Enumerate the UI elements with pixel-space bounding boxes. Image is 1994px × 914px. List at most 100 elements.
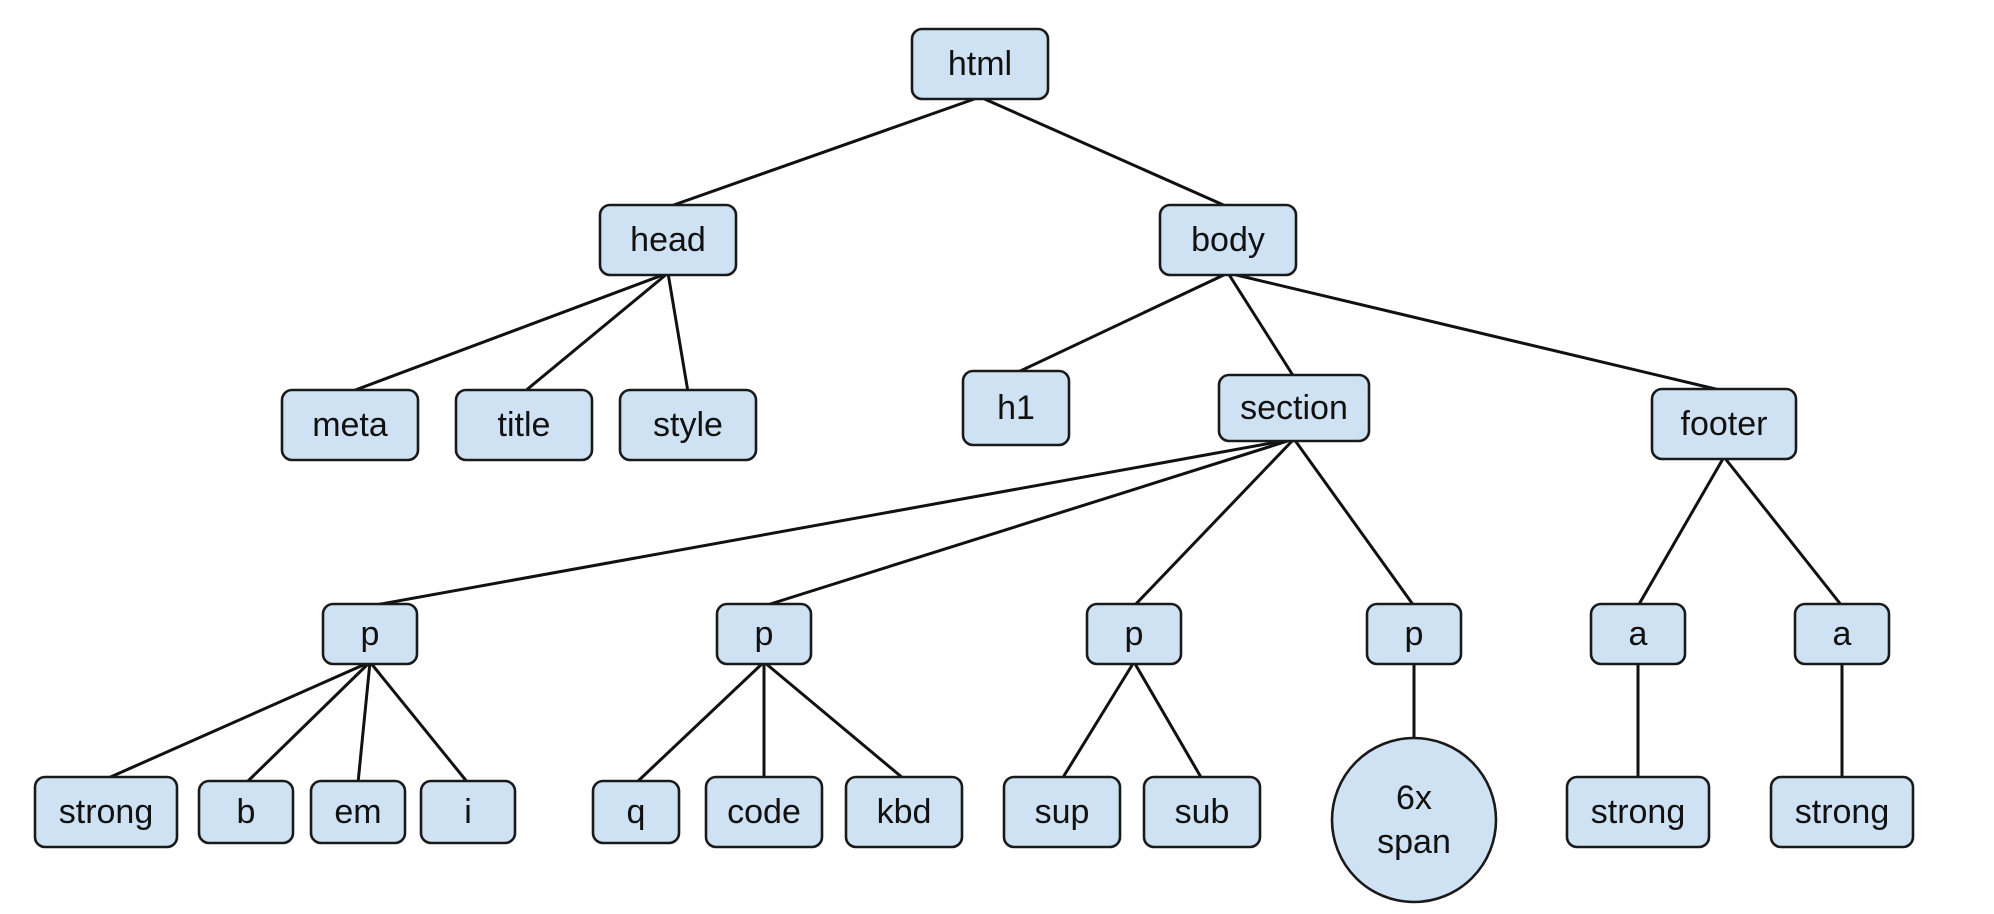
node-label-sup: sup	[1035, 793, 1090, 831]
edge-p2-q	[634, 660, 766, 785]
node-label-strong2: strong	[1591, 793, 1686, 831]
node-shape-i	[419, 779, 517, 845]
node-label-p4: p	[1405, 615, 1424, 653]
edge-html-head	[667, 95, 981, 209]
node-shape-kbd	[844, 775, 964, 849]
node-label-i: i	[464, 793, 472, 831]
node-label-html: html	[948, 45, 1012, 83]
node-label-p3: p	[1125, 615, 1144, 653]
edge-p2-kbd	[763, 660, 905, 781]
node-label-q: q	[627, 793, 646, 831]
edge-p3-sub	[1132, 661, 1204, 780]
node-html: html	[910, 27, 1050, 101]
node-label-meta: meta	[312, 406, 388, 444]
node-label-style: style	[653, 406, 723, 444]
edge-section-p4	[1292, 438, 1416, 607]
node-label-span-line-1: span	[1377, 823, 1451, 861]
node-label-span-line-0: 6x	[1396, 779, 1432, 817]
node-shape-meta	[280, 388, 420, 462]
node-p3: p	[1085, 602, 1183, 666]
node-footer: footer	[1650, 387, 1798, 461]
node-span: 6x span	[1330, 736, 1498, 904]
node-shape-p3	[1085, 602, 1183, 666]
node-label-strong3: strong	[1795, 793, 1890, 831]
node-a2: a	[1793, 602, 1891, 666]
node-shape-head	[598, 203, 738, 277]
node-shape-title	[454, 388, 594, 462]
node-label-strong1: strong	[59, 793, 154, 831]
node-section: section	[1217, 373, 1371, 443]
node-sup: sup	[1002, 775, 1122, 849]
node-shape-a2	[1793, 602, 1891, 666]
node-shape-body	[1158, 203, 1298, 277]
node-shape-q	[591, 779, 681, 845]
node-shape-h1	[961, 369, 1071, 447]
edge-body-section	[1226, 272, 1296, 378]
node-label-a1: a	[1629, 615, 1648, 653]
node-shape-p4	[1365, 602, 1463, 666]
node-title: title	[454, 388, 594, 462]
edge-footer-a2	[1722, 456, 1844, 607]
node-shape-em	[309, 779, 407, 845]
node-shape-span	[1330, 736, 1498, 904]
node-code: code	[704, 775, 824, 849]
edge-head-meta	[349, 271, 669, 394]
node-strong1: strong	[33, 775, 179, 849]
node-label-footer: footer	[1681, 405, 1768, 443]
edge-html-body	[979, 95, 1229, 209]
node-label-sub: sub	[1175, 793, 1230, 831]
node-shape-html	[910, 27, 1050, 101]
edge-body-footer	[1227, 271, 1725, 393]
node-strong3: strong	[1769, 775, 1915, 849]
node-shape-sup	[1002, 775, 1122, 849]
node-label-b: b	[237, 793, 256, 831]
edge-section-p3	[1132, 437, 1296, 608]
node-label-code: code	[727, 793, 801, 831]
edge-layer	[105, 95, 1844, 785]
node-shape-code	[704, 775, 824, 849]
node-shape-section	[1217, 373, 1371, 443]
edge-p1-i	[368, 661, 470, 784]
edge-body-h1	[1015, 271, 1229, 375]
edge-p1-em	[356, 661, 372, 784]
node-shape-b	[197, 779, 295, 845]
node-label-p2: p	[755, 615, 774, 653]
node-shape-strong1	[33, 775, 179, 849]
node-shape-strong2	[1565, 775, 1711, 849]
edge-head-style	[666, 272, 690, 393]
node-shape-strong3	[1769, 775, 1915, 849]
node-label-title: title	[498, 406, 551, 444]
node-label-a2: a	[1833, 615, 1852, 653]
node-em: em	[309, 779, 407, 845]
node-shape-p2	[715, 602, 813, 666]
node-label-kbd: kbd	[877, 793, 932, 831]
node-q: q	[591, 779, 681, 845]
node-label-head: head	[630, 221, 706, 259]
node-shape-style	[618, 388, 758, 462]
node-label-section: section	[1240, 389, 1348, 427]
node-a1: a	[1589, 602, 1687, 666]
node-shape-footer	[1650, 387, 1798, 461]
node-sub: sub	[1142, 775, 1262, 849]
node-i: i	[419, 779, 517, 845]
node-shape-sub	[1142, 775, 1262, 849]
edge-footer-a1	[1636, 456, 1726, 607]
node-label-p1: p	[361, 615, 380, 653]
node-p4: p	[1365, 602, 1463, 666]
node-style: style	[618, 388, 758, 462]
node-kbd: kbd	[844, 775, 964, 849]
edge-section-p2	[763, 437, 1295, 608]
node-head: head	[598, 203, 738, 277]
node-shape-p1	[321, 602, 419, 666]
node-body: body	[1158, 203, 1298, 277]
node-label-h1: h1	[997, 389, 1035, 427]
edge-p1-strong1	[105, 660, 371, 781]
edge-p3-sup	[1060, 661, 1136, 780]
node-layer: html head body meta title style h1 section foote…	[33, 27, 1915, 904]
node-p2: p	[715, 602, 813, 666]
edge-section-p1	[369, 437, 1295, 608]
node-shape-a1	[1589, 602, 1687, 666]
node-meta: meta	[280, 388, 420, 462]
node-label-em: em	[334, 793, 381, 831]
